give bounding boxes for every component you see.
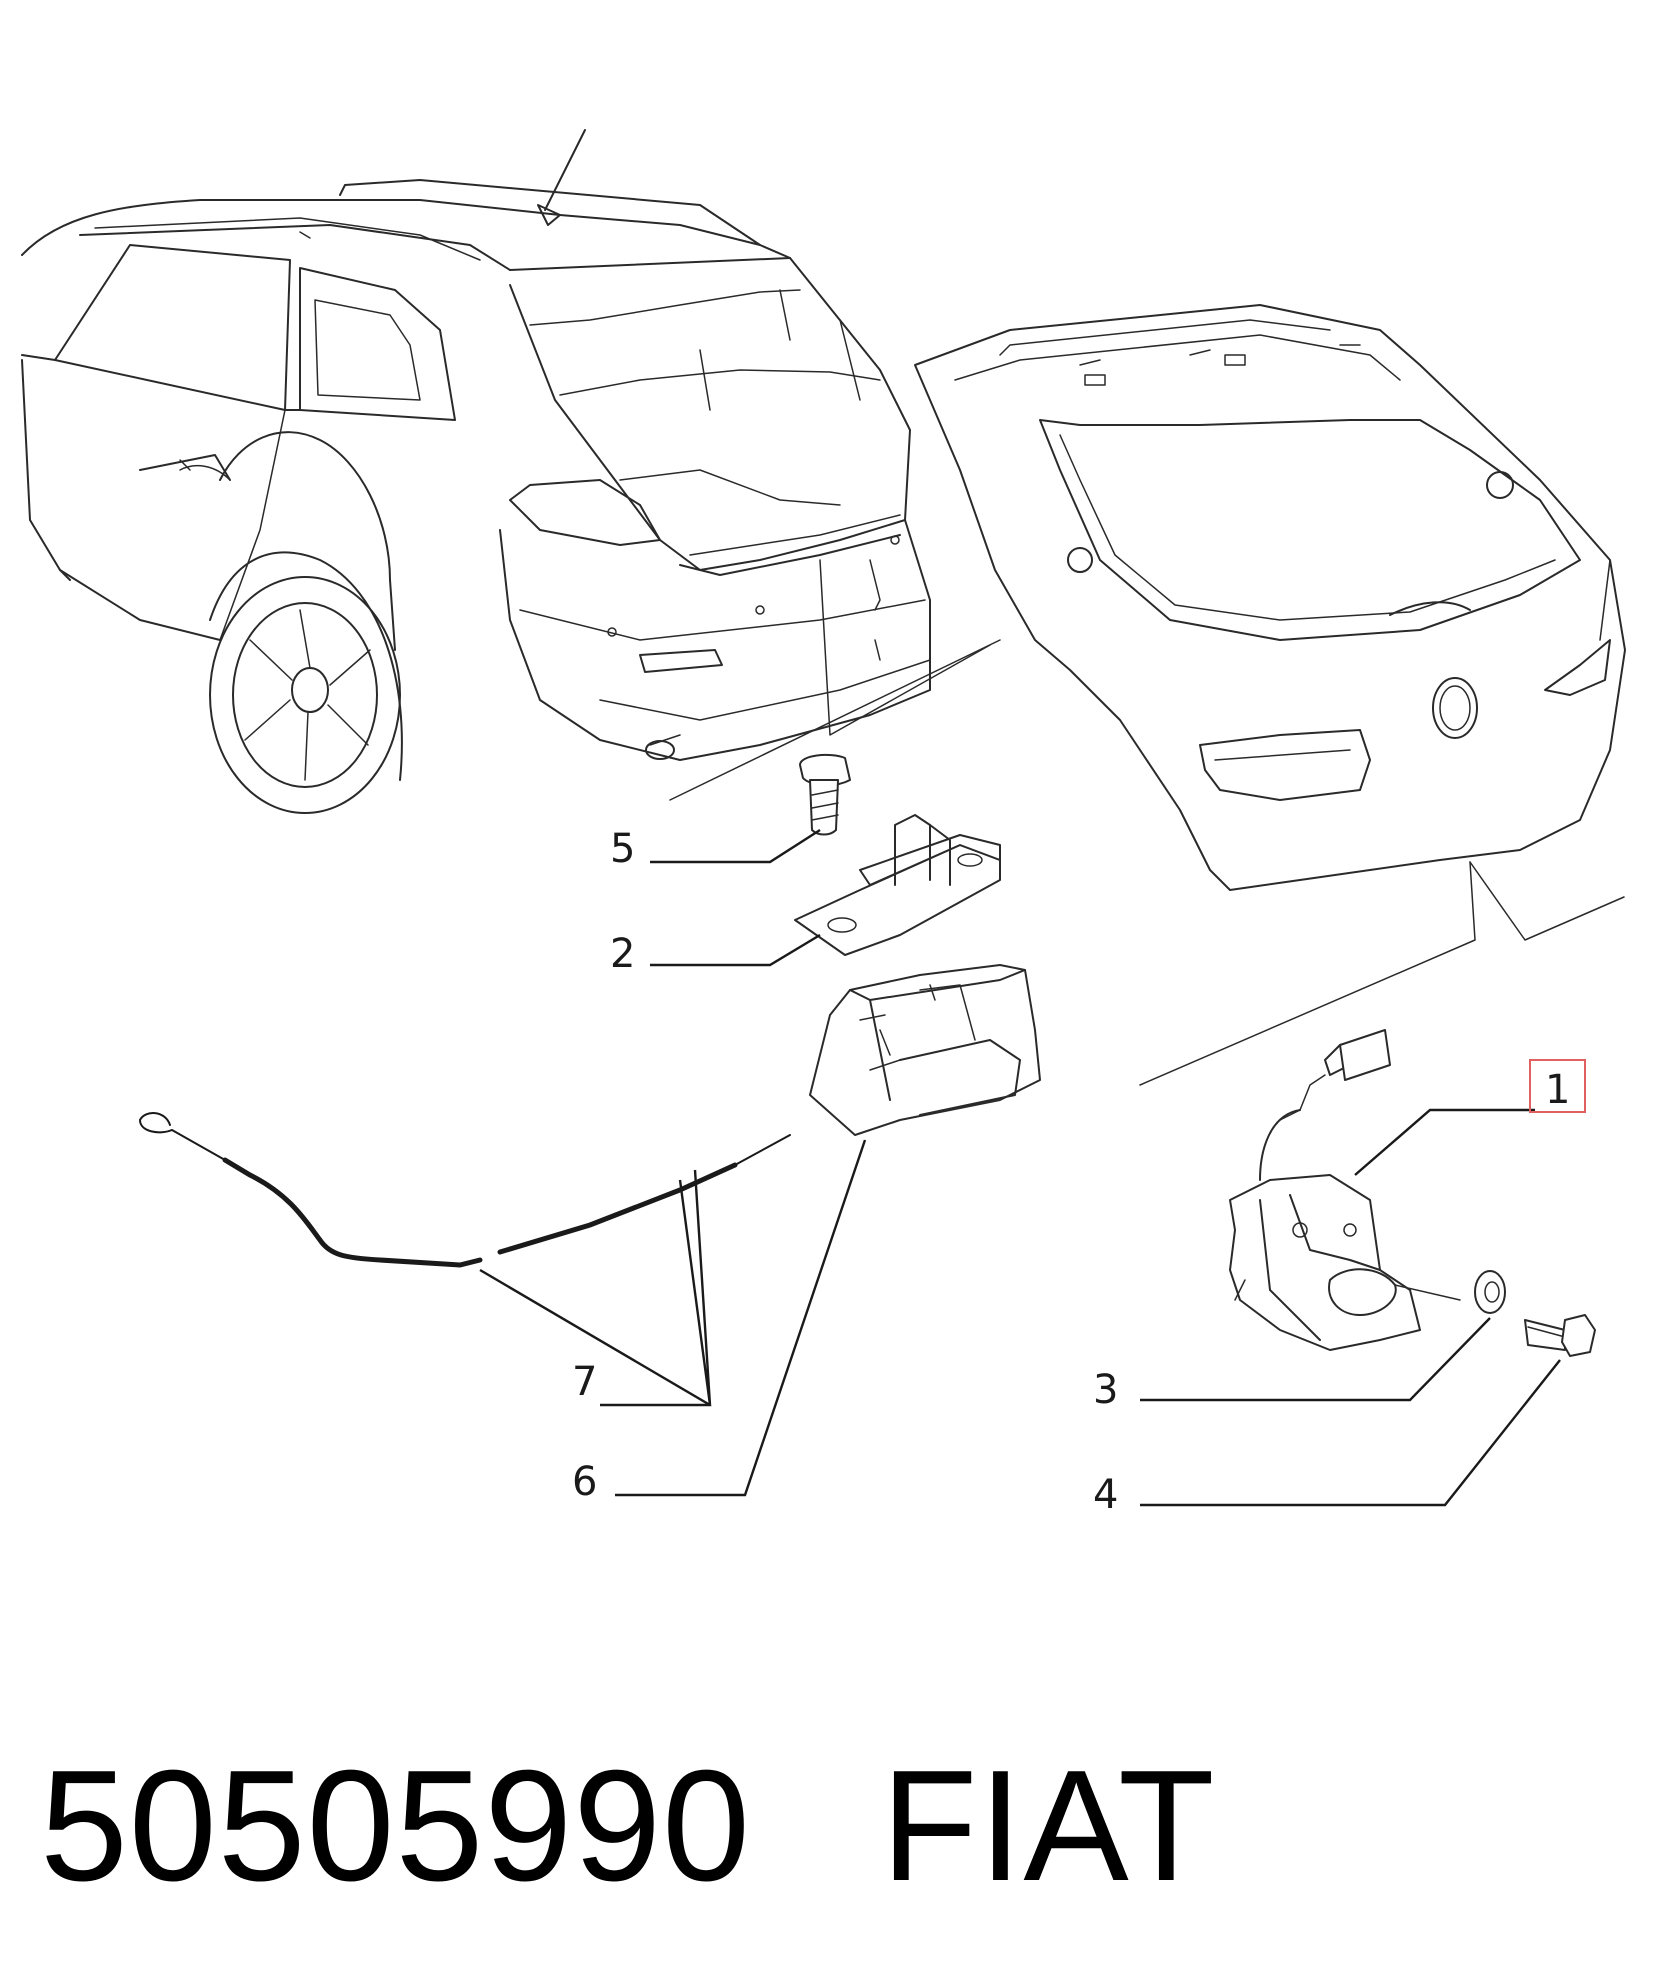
part-1-latch <box>1229 1029 1461 1351</box>
part-number: 50505990 <box>40 1738 751 1914</box>
callout-7-label[interactable]: 7 <box>572 1359 597 1405</box>
part-7-cables <box>139 1112 791 1268</box>
tailgate-illustration <box>914 304 1626 1086</box>
part-3-washer <box>1474 1270 1506 1314</box>
part-6-handle-housing <box>809 964 1041 1136</box>
brand-name: FIAT <box>880 1738 1216 1914</box>
part-2-striker <box>794 814 1001 956</box>
callout-2-label[interactable]: 2 <box>610 931 635 977</box>
footer: 50505990 FIAT <box>40 1745 1216 1905</box>
callout-labels: 1 2 3 4 5 6 7 <box>572 826 1586 1518</box>
callout-5-label[interactable]: 5 <box>610 826 635 872</box>
part-4-bolt <box>1524 1314 1596 1357</box>
callout-6-label[interactable]: 6 <box>572 1459 597 1505</box>
part-5-bolt <box>799 753 851 836</box>
callout-1-highlight-box <box>1529 1059 1586 1113</box>
callout-3-label[interactable]: 3 <box>1093 1367 1118 1413</box>
callout-1-label[interactable]: 1 <box>1545 1067 1570 1113</box>
callout-4-label[interactable]: 4 <box>1093 1472 1118 1518</box>
leader-lines <box>479 828 1561 1507</box>
car-body-illustration <box>21 129 1001 814</box>
